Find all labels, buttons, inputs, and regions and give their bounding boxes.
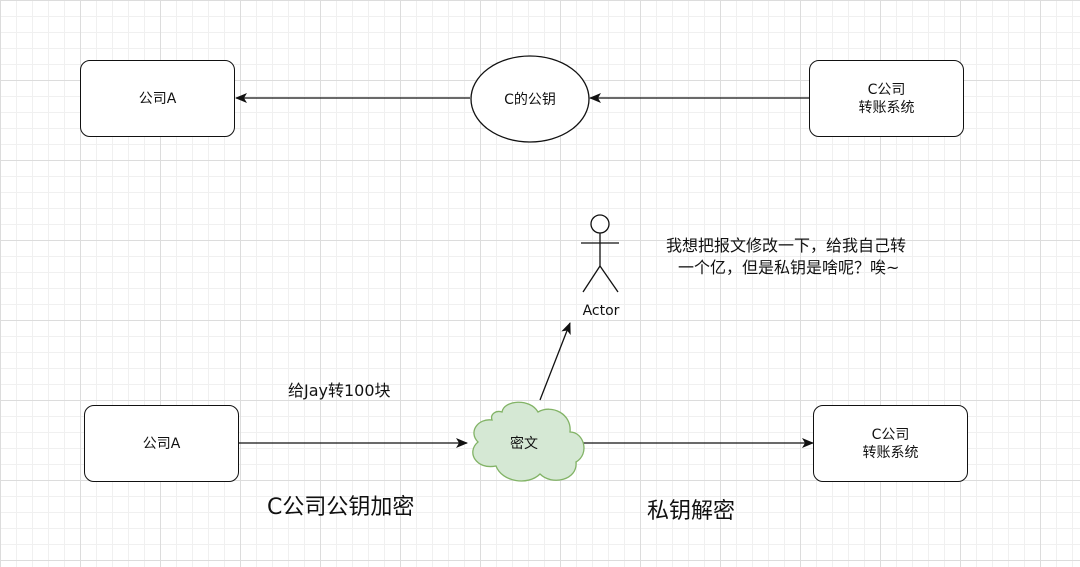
company-a-label-top: 公司A [138,90,177,107]
actor-thought-line-1: 我想把报文修改一下，给我自己转 [666,236,907,255]
actor-icon[interactable] [581,214,619,293]
company-a-box-top[interactable]: 公司A [80,60,235,137]
transfer-system-box-bottom[interactable]: C公司 转账系统 [813,405,968,482]
arrow-cloud-to-actor [539,322,571,401]
ciphertext-label: 密文 [510,435,538,452]
transfer-system-label-bottom: C公司 转账系统 [862,426,919,461]
public-key-label: C的公钥 [504,92,556,108]
actor-thought-line-2: 一个亿，但是私钥是啥呢？唉~ [678,258,900,277]
decrypt-caption: 私钥解密 [647,499,736,524]
company-a-label-bottom: 公司A [142,435,181,452]
transfer-system-box-top[interactable]: C公司 转账系统 [809,60,964,137]
transfer-system-label-top: C公司 转账系统 [858,81,915,116]
actor-label: Actor [583,303,620,319]
transfer-message: 给Jay转100块 [288,381,391,400]
public-key-ellipse[interactable]: C的公钥 [470,55,590,143]
encrypt-caption: C公司公钥加密 [267,495,415,520]
company-a-box-bottom[interactable]: 公司A [84,405,239,482]
ciphertext-cloud[interactable]: 密文 [472,401,585,482]
